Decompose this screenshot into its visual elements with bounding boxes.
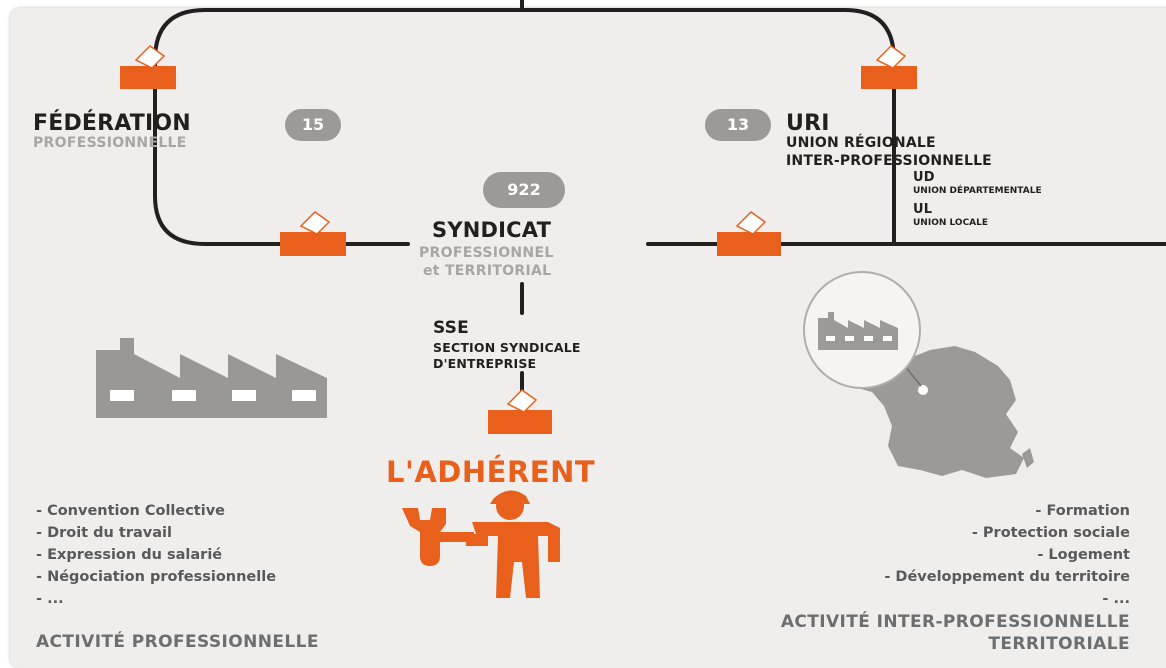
adherent-title: L'ADHÉRENT: [386, 455, 596, 489]
list-item: - Expression du salarié: [36, 547, 223, 563]
ballot-box-icon: [280, 211, 346, 256]
list-item: - ...: [1102, 591, 1130, 607]
diagram-panel: [10, 8, 1166, 668]
syndicat-line-1: PROFESSIONNEL: [419, 245, 554, 261]
sse-line-2: D'ENTREPRISE: [433, 356, 537, 371]
federation-title: FÉDÉRATION: [33, 111, 191, 136]
professional-activity-list: - Convention Collective - Droit du trava…: [36, 500, 276, 610]
worker-icon: [402, 490, 560, 598]
inter-professional-activity-list: - Formation - Protection sociale - Logem…: [884, 500, 1130, 610]
uri-title: URI: [786, 111, 830, 136]
syndicat-line-2: et TERRITORIAL: [423, 263, 552, 279]
uri-line-1: UNION RÉGIONALE: [786, 135, 936, 151]
list-item: - Logement: [1037, 547, 1130, 563]
ballot-box-icon: [488, 389, 552, 434]
federation-subtitle: PROFESSIONNELLE: [33, 135, 187, 151]
professional-activity-heading: ACTIVITÉ PROFESSIONNELLE: [36, 632, 319, 652]
sse-title: SSE: [433, 318, 469, 338]
list-item: - Formation: [1035, 503, 1130, 519]
inter-professional-activity-heading-line-1: ACTIVITÉ INTER-PROFESSIONNELLE: [780, 612, 1130, 632]
sse-line-1: SECTION SYNDICALE: [433, 340, 581, 355]
list-item: - Négociation professionnelle: [36, 569, 277, 585]
list-item: - Convention Collective: [36, 503, 225, 519]
france-map-icon: [803, 271, 1034, 478]
list-item: - Développement du territoire: [884, 569, 1130, 585]
syndicat-count-badge: 922: [483, 172, 565, 208]
ud-label: UNION DÉPARTEMENTALE: [913, 186, 1042, 196]
inter-professional-activity-heading-line-2: TERRITORIALE: [988, 634, 1130, 654]
ballot-box-icon: [861, 45, 917, 89]
uri-count-badge: 13: [705, 109, 771, 141]
left-loop-line: [153, 8, 410, 246]
ul-label: UNION LOCALE: [913, 218, 989, 228]
syndicat-title: SYNDICAT: [432, 218, 552, 242]
ballot-box-icon: [120, 45, 176, 89]
ul-abbrev: UL: [913, 202, 933, 217]
ballot-box-icon: [717, 211, 781, 256]
list-item: - ...: [36, 591, 64, 607]
uri-line-2: INTER-PROFESSIONNELLE: [786, 153, 992, 169]
factory-icon: [96, 338, 327, 418]
list-item: - Droit du travail: [36, 525, 172, 541]
list-item: - Protection sociale: [971, 525, 1130, 541]
ud-abbrev: UD: [913, 170, 935, 185]
federation-count-badge: 15: [285, 109, 341, 141]
